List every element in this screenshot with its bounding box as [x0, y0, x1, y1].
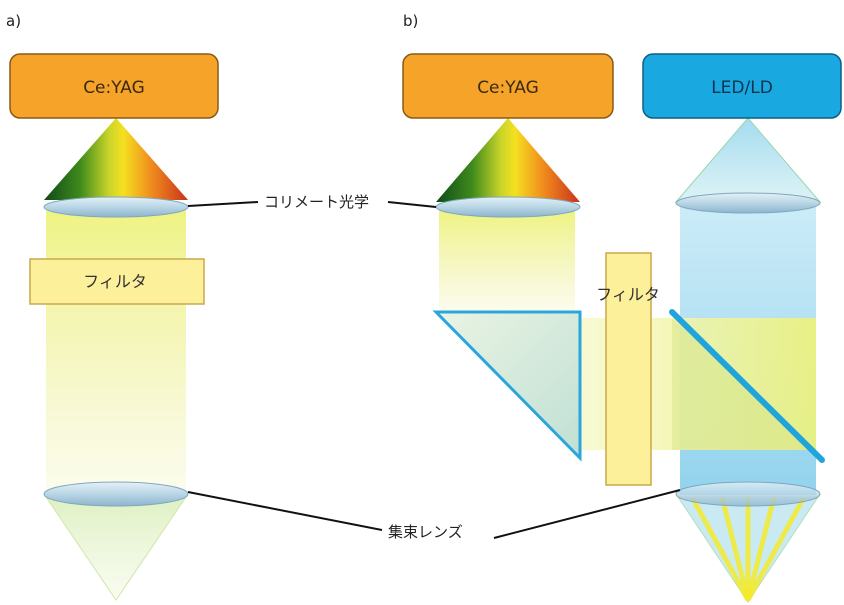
- panel-b-filter: [605, 252, 652, 486]
- panel-a-source-box: [9, 53, 219, 119]
- panel-b-focus-lens: [675, 481, 821, 507]
- panel-a-filter-label: フィルタ: [83, 272, 147, 291]
- panel-b-led-label: LED/LD: [711, 78, 773, 98]
- focus-lens-callout: 集束レンズ: [388, 523, 463, 541]
- panel-b-source-label: Ce:YAG: [477, 78, 539, 98]
- panel-b-led-cone: [674, 117, 822, 203]
- panel-b-output-rays: [689, 495, 807, 602]
- panel-a-output-cone: [45, 496, 187, 601]
- panel-b-emission-cone: [436, 118, 580, 202]
- collimator-callout: コリメート光学: [264, 193, 369, 211]
- collimator-leader-left: [187, 201, 259, 207]
- panel-b-collimating-lens: [435, 196, 581, 218]
- panel-a-emission-cone: [44, 118, 188, 200]
- panel-b-dichroic-mirror: [669, 309, 825, 463]
- focus-lens-leader-right: [493, 489, 681, 539]
- panel-b-label: b): [403, 12, 418, 30]
- panel-b-filter-label: フィルタ: [596, 285, 660, 304]
- panel-a-focus-lens: [43, 481, 189, 507]
- panel-a-filter: [29, 258, 205, 305]
- panel-a-beam: [46, 206, 186, 490]
- panel-b-source-box: [402, 53, 614, 119]
- panel-b-yellow-beam: [439, 210, 575, 312]
- panel-a-label: a): [6, 12, 21, 30]
- panel-b-led-collimating-lens: [675, 192, 821, 214]
- panel-a-source-label: Ce:YAG: [83, 78, 145, 98]
- panel-b-led-box: [642, 53, 842, 119]
- collimator-leader-right: [387, 201, 437, 208]
- panel-a-collimating-lens: [43, 196, 189, 218]
- focus-lens-leader-left: [187, 491, 383, 531]
- panel-b-prism: [432, 310, 582, 462]
